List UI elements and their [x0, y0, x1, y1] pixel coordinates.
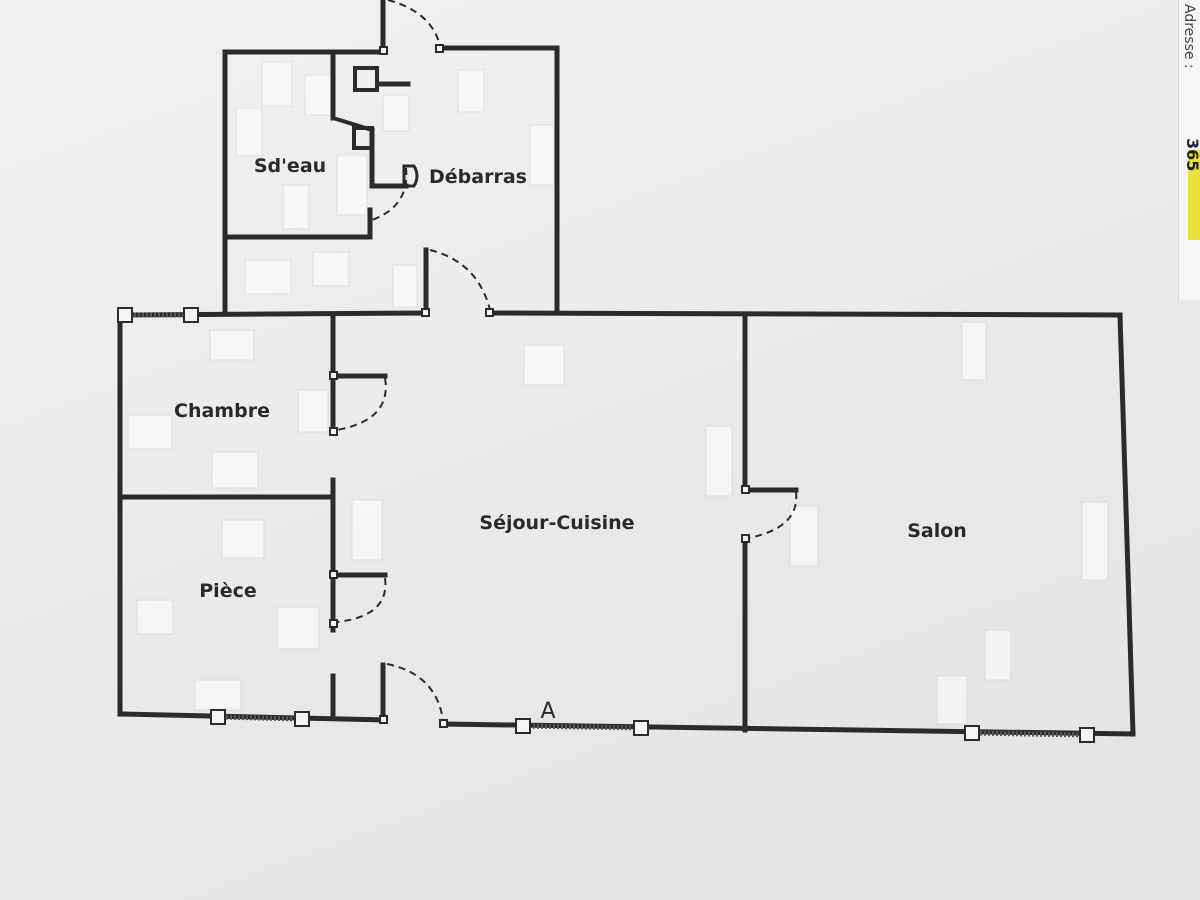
- yellow-sticker: [1188, 150, 1200, 240]
- room-label-sdeau: Sd'eau: [254, 155, 326, 177]
- door-jambs: [329, 44, 750, 728]
- window-top-left: [117, 307, 199, 323]
- room-label-sejour-cuisine: Séjour-Cuisine: [479, 512, 634, 534]
- room-label-debarras: Débarras: [429, 166, 527, 188]
- marker-a-label: A: [540, 699, 555, 724]
- fixtures: [332, 66, 419, 188]
- tape-pieces: [127, 61, 1109, 725]
- door-swings: [336, 0, 798, 721]
- window-bottom-left: [210, 709, 310, 727]
- room-label-salon: Salon: [907, 520, 967, 542]
- room-label-chambre: Chambre: [174, 400, 270, 422]
- window-bottom-right: [964, 725, 1095, 743]
- edge-number-text: 365: [1183, 138, 1200, 172]
- edge-address-text: Adresse :: [1181, 4, 1197, 69]
- window-bottom-center: [515, 718, 649, 736]
- room-label-piece: Pièce: [199, 580, 256, 602]
